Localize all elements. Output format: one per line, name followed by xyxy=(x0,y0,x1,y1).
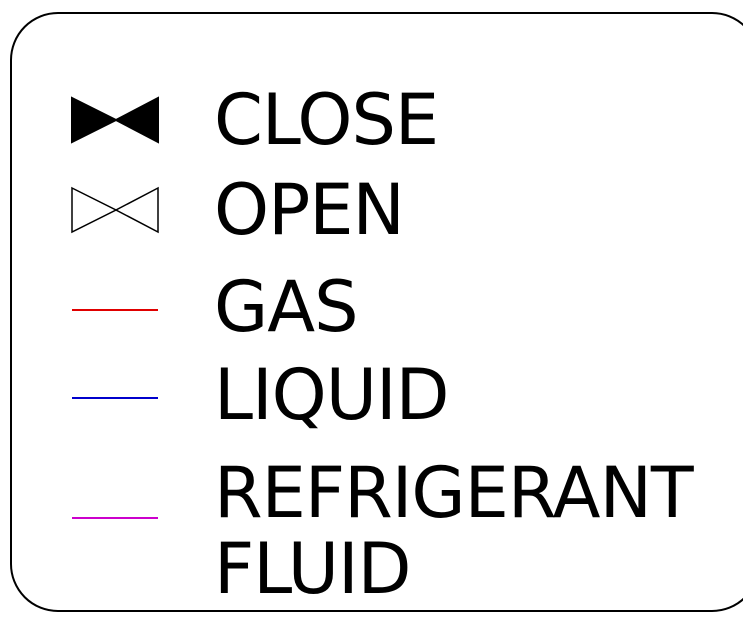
liquid-line-icon xyxy=(68,365,164,425)
gas-line-icon xyxy=(68,277,164,337)
legend-label-close: CLOSE xyxy=(214,79,439,161)
valve-closed-icon xyxy=(68,90,164,150)
refrigerant-line-icon xyxy=(68,485,164,545)
legend-item-liquid: LIQUID xyxy=(0,355,743,435)
legend-label-open: OPEN xyxy=(214,169,405,251)
legend-label-liquid: LIQUID xyxy=(214,354,450,436)
valve-open-icon xyxy=(68,180,164,240)
legend-label-refrigerant-line2: FLUID xyxy=(214,528,412,610)
liquid-line xyxy=(72,397,158,399)
legend-item-gas: GAS xyxy=(0,267,743,347)
gas-line xyxy=(72,309,158,311)
legend-label-gas: GAS xyxy=(214,266,359,348)
refrigerant-line xyxy=(72,517,158,519)
legend-item-close: CLOSE xyxy=(0,80,743,160)
legend-item-open: OPEN xyxy=(0,170,743,250)
legend-item-refrigerant: REFRIGERANT FLUID xyxy=(0,452,743,610)
legend-label-refrigerant: REFRIGERANT FLUID xyxy=(214,452,694,610)
legend-label-refrigerant-line1: REFRIGERANT xyxy=(214,452,694,534)
